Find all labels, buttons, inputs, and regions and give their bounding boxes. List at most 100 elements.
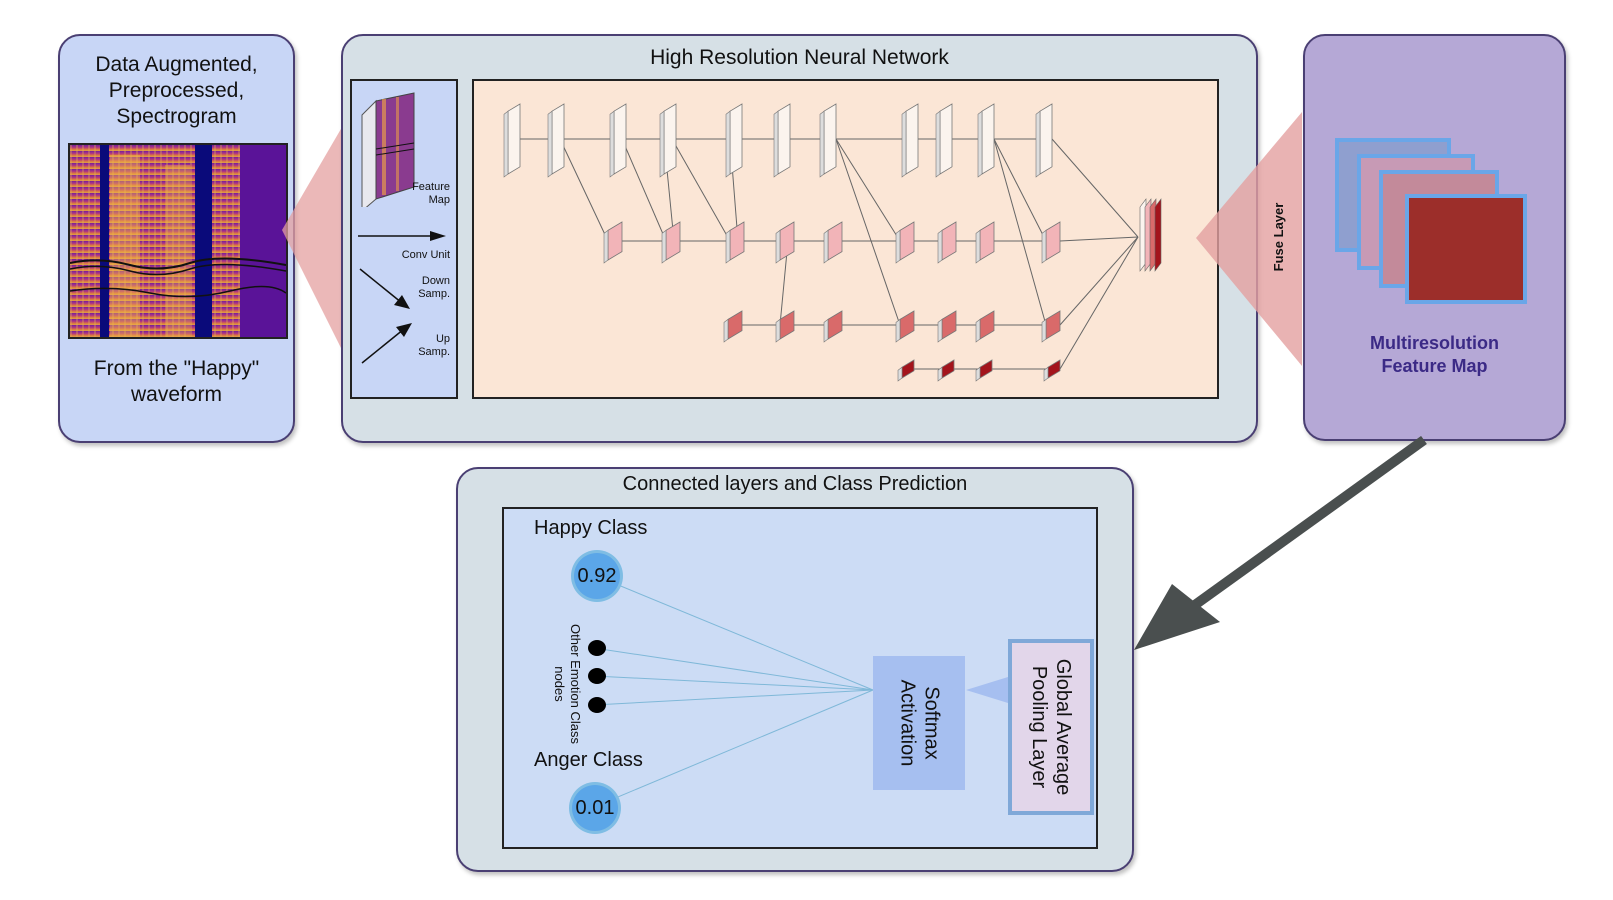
other-emotion-label-line-1: Other Emotion Class [568, 624, 583, 744]
softmax-line-1: Softmax [920, 686, 942, 760]
other-emotion-label: Other Emotion Class nodes [550, 619, 584, 749]
feature-map-block [603, 221, 623, 264]
feature-map-block [897, 359, 915, 382]
feature-map-block [1043, 359, 1061, 382]
multiresolution-label-line-1: Multiresolution [1370, 333, 1499, 353]
feature-map-block [977, 103, 995, 178]
legend-feature-map-line-1: Feature [412, 181, 450, 193]
input-title-line-1: Data Augmented, [95, 53, 258, 76]
network-connection [671, 138, 731, 242]
class-prediction-area: Happy Class 0.92 Other Emotion Class nod… [502, 507, 1098, 849]
feature-map-block [609, 103, 627, 178]
legend-down-line-2: Samp. [418, 288, 450, 300]
feature-map-block [723, 310, 743, 343]
feature-map-block [819, 103, 837, 178]
softmax-activation-box: Softmax Activation [873, 656, 965, 790]
feature-map-icon [361, 92, 415, 207]
network-connection [1059, 236, 1139, 370]
feature-map-block [661, 221, 681, 264]
hrnet-title: High Resolution Neural Network [650, 46, 949, 69]
legend-feature-map-label: Feature Map [402, 181, 450, 207]
feature-map-block [975, 359, 993, 382]
gap-line-1: Global Average [1052, 658, 1074, 796]
feature-map-block [725, 103, 743, 178]
feature-map-block [823, 221, 843, 264]
legend-up-line-1: Up [435, 333, 450, 345]
gap-line-2: Pooling Layer [1028, 665, 1050, 789]
legend-down-line-1: Down [421, 275, 450, 287]
feature-map-block [547, 103, 565, 178]
class-panel: Connected layers and Class Prediction Ha… [456, 467, 1134, 872]
fuse-layer-label: Fuse Layer [1270, 202, 1286, 272]
feature-map-block [975, 310, 995, 343]
flow-arrow [1134, 436, 1427, 650]
softmax-line-2: Activation [896, 679, 918, 767]
other-class-node [588, 640, 606, 656]
input-caption-line-2: waveform [130, 383, 223, 406]
projection-funnel-left [282, 110, 352, 370]
input-title-line-3: Spectrogram [116, 105, 237, 128]
fuse-funnel [1196, 112, 1302, 366]
softmax-activation-label: Softmax Activation [895, 680, 943, 767]
legend-up-line-2: Samp. [418, 346, 450, 358]
feature-map-block [503, 103, 521, 178]
feature-map-block [823, 310, 843, 343]
feature-map-block [935, 103, 953, 178]
feature-map-block [937, 359, 955, 382]
legend-down-sample-label: Down Samp. [402, 275, 450, 301]
input-title-line-2: Preprocessed, [108, 79, 245, 102]
conv-unit-arrow-icon [358, 231, 446, 241]
other-emotion-label-wrap: Other Emotion Class nodes [502, 624, 632, 744]
other-emotion-label-line-2: nodes [552, 666, 567, 702]
hrnet-panel: High Resolution Neural Network Feature M… [341, 34, 1258, 443]
global-average-pooling-label: Global Average Pooling Layer [1027, 659, 1075, 795]
feature-map-block [773, 103, 791, 178]
anger-class-node: 0.01 [572, 785, 618, 831]
network-connection [993, 138, 1047, 326]
legend-up-sample-label: Up Samp. [402, 333, 450, 359]
multiresolution-label-line-2: Feature Map [1381, 356, 1488, 376]
feature-map-block [1035, 103, 1053, 178]
fused-output-block [1139, 198, 1162, 272]
legend-conv-unit-label: Conv Unit [401, 249, 450, 261]
network-connection [621, 138, 667, 242]
feature-map-block [901, 103, 919, 178]
network-connection [1051, 138, 1139, 238]
network-connection [1059, 236, 1139, 242]
input-panel-title: Data Augmented, Preprocessed, Spectrogra… [60, 52, 293, 130]
multiresolution-stack-icon [1335, 138, 1527, 304]
feature-map-block [975, 221, 995, 264]
global-average-pooling-box: Global Average Pooling Layer [1008, 639, 1094, 815]
multiresolution-label: Multiresolution Feature Map [1305, 332, 1564, 378]
other-class-node [588, 697, 606, 713]
network-connection [1059, 236, 1139, 326]
multires-panel: Multiresolution Feature Map [1303, 34, 1566, 441]
network-connection [559, 138, 609, 242]
hrnet-diagram [472, 79, 1219, 399]
input-panel-caption: From the "Happy" waveform [60, 356, 293, 408]
class-panel-title: Connected layers and Class Prediction [622, 473, 968, 495]
anger-class-label: Anger Class [534, 749, 643, 771]
feature-map-block [725, 221, 745, 264]
network-connection [993, 138, 1047, 242]
legend-feature-map-line-2: Map [428, 194, 450, 206]
happy-class-node: 0.92 [574, 553, 620, 599]
down-sample-arrow-icon [359, 268, 410, 309]
input-panel: Data Augmented, Preprocessed, Spectrogra… [58, 34, 295, 443]
feature-map-block [1041, 221, 1061, 264]
network-connection [835, 138, 901, 326]
connection-lines [593, 574, 1008, 808]
feature-map-block [775, 221, 795, 264]
feature-map-block [659, 103, 677, 178]
other-class-node [588, 668, 606, 684]
feature-map-block [895, 221, 915, 264]
happy-class-label: Happy Class [534, 517, 648, 539]
feature-map-block [937, 221, 957, 264]
input-caption-line-1: From the "Happy" [93, 357, 260, 380]
feature-map-block [937, 310, 957, 343]
up-sample-arrow-icon [361, 323, 412, 364]
legend-box: Feature Map Conv Unit Down Samp. Up Samp… [350, 79, 458, 399]
feature-map-block [1041, 310, 1061, 343]
feature-map-block [895, 310, 915, 343]
spectrogram-image [68, 143, 288, 339]
